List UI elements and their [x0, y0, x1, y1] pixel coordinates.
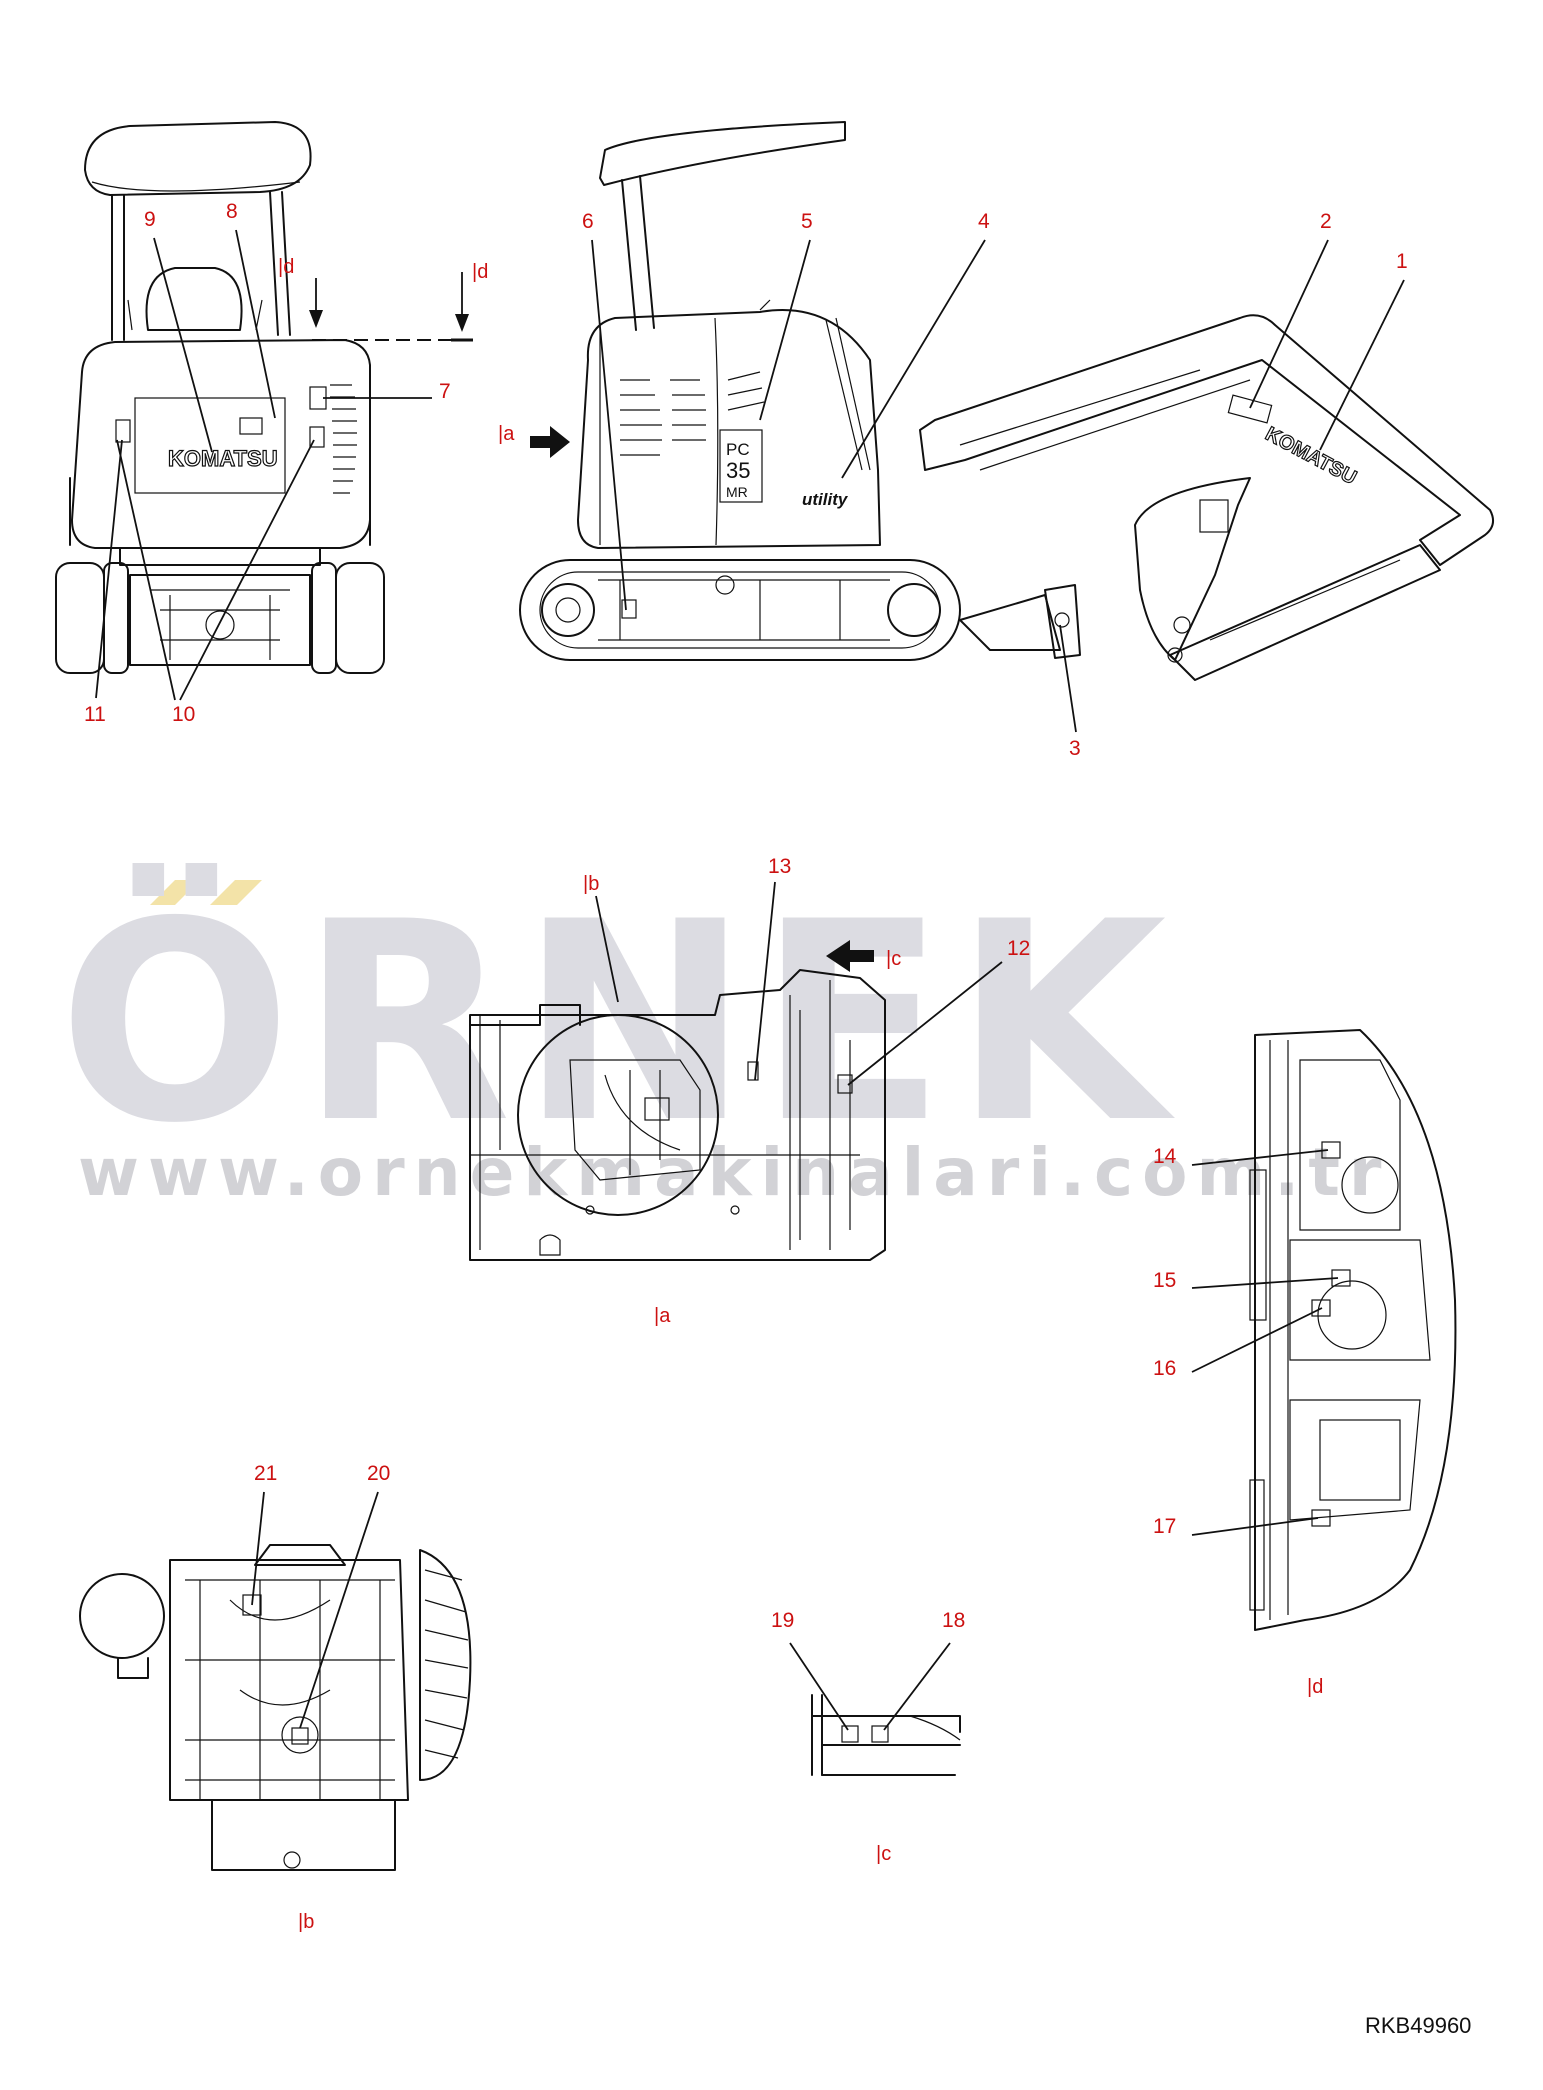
view-ref-b-circle: |b	[583, 873, 599, 895]
callout-9: 9	[144, 208, 156, 231]
side-leader-lines	[591, 239, 1405, 733]
view-ref-a-caption: |a	[654, 1305, 671, 1327]
callout-1: 1	[1396, 250, 1408, 273]
callout-16: 16	[1153, 1357, 1176, 1380]
view-b-leader-lines	[251, 1491, 379, 1729]
view-ref-d-caption: |d	[1307, 1676, 1323, 1698]
view-ref-d-rear: |d	[278, 256, 294, 278]
view-ref-c-caption: |c	[876, 1843, 891, 1865]
callout-14: 14	[1153, 1145, 1177, 1168]
callout-5: 5	[801, 210, 813, 233]
side-model-35: 35	[726, 458, 750, 483]
view-c-arrow	[826, 940, 874, 972]
section-line-d	[309, 272, 473, 342]
watermark-main: ÖRNEK	[58, 860, 1177, 1183]
callout-13: 13	[768, 855, 791, 878]
side-view-drawing: PC 35 MR utility KOMATSU	[519, 121, 1495, 681]
callout-3: 3	[1069, 737, 1081, 760]
view-ref-c-arrow: |c	[886, 948, 901, 970]
view-d-drawing	[1249, 1029, 1457, 1631]
callout-11: 11	[84, 703, 106, 726]
view-d-leader-lines	[1191, 1149, 1339, 1536]
callout-21: 21	[254, 1462, 277, 1485]
boom-brand-text: KOMATSU	[1262, 423, 1360, 489]
view-ref-d-arrow: |d	[472, 261, 488, 283]
view-ref-b-caption: |b	[298, 1911, 314, 1933]
callout-20: 20	[367, 1462, 390, 1485]
watermark-url: www.ornekmakinalari.com.tr	[78, 1134, 1390, 1211]
callout-17: 17	[1153, 1515, 1176, 1538]
side-model-pc: PC	[726, 440, 750, 459]
view-a-leader-lines	[595, 881, 1003, 1086]
callout-10: 10	[172, 703, 195, 726]
callout-8: 8	[226, 200, 238, 223]
view-c-leader-lines	[789, 1642, 951, 1731]
view-b-drawing	[79, 1544, 472, 1871]
callout-18: 18	[942, 1609, 965, 1632]
view-a-arrow	[530, 426, 570, 458]
rear-view-drawing: KOMATSU	[55, 121, 385, 674]
watermark: ÖRNEK www.ornekmakinalari.com.tr	[58, 860, 1390, 1211]
side-model-mr: MR	[726, 484, 748, 500]
callout-2: 2	[1320, 210, 1332, 233]
figure-code: RKB49960	[1365, 2013, 1471, 2038]
view-c-drawing	[811, 1694, 961, 1776]
callout-7: 7	[439, 380, 451, 403]
side-badge-utility: utility	[802, 490, 849, 509]
view-ref-a-arrow: |a	[498, 423, 515, 445]
callout-4: 4	[978, 210, 990, 233]
rear-leader-lines	[95, 229, 432, 701]
callout-12: 12	[1007, 937, 1030, 960]
callout-15: 15	[1153, 1269, 1176, 1292]
rear-brand-text: KOMATSU	[168, 446, 278, 471]
callout-19: 19	[771, 1609, 794, 1632]
view-a-drawing	[469, 969, 886, 1261]
callout-6: 6	[582, 210, 594, 233]
